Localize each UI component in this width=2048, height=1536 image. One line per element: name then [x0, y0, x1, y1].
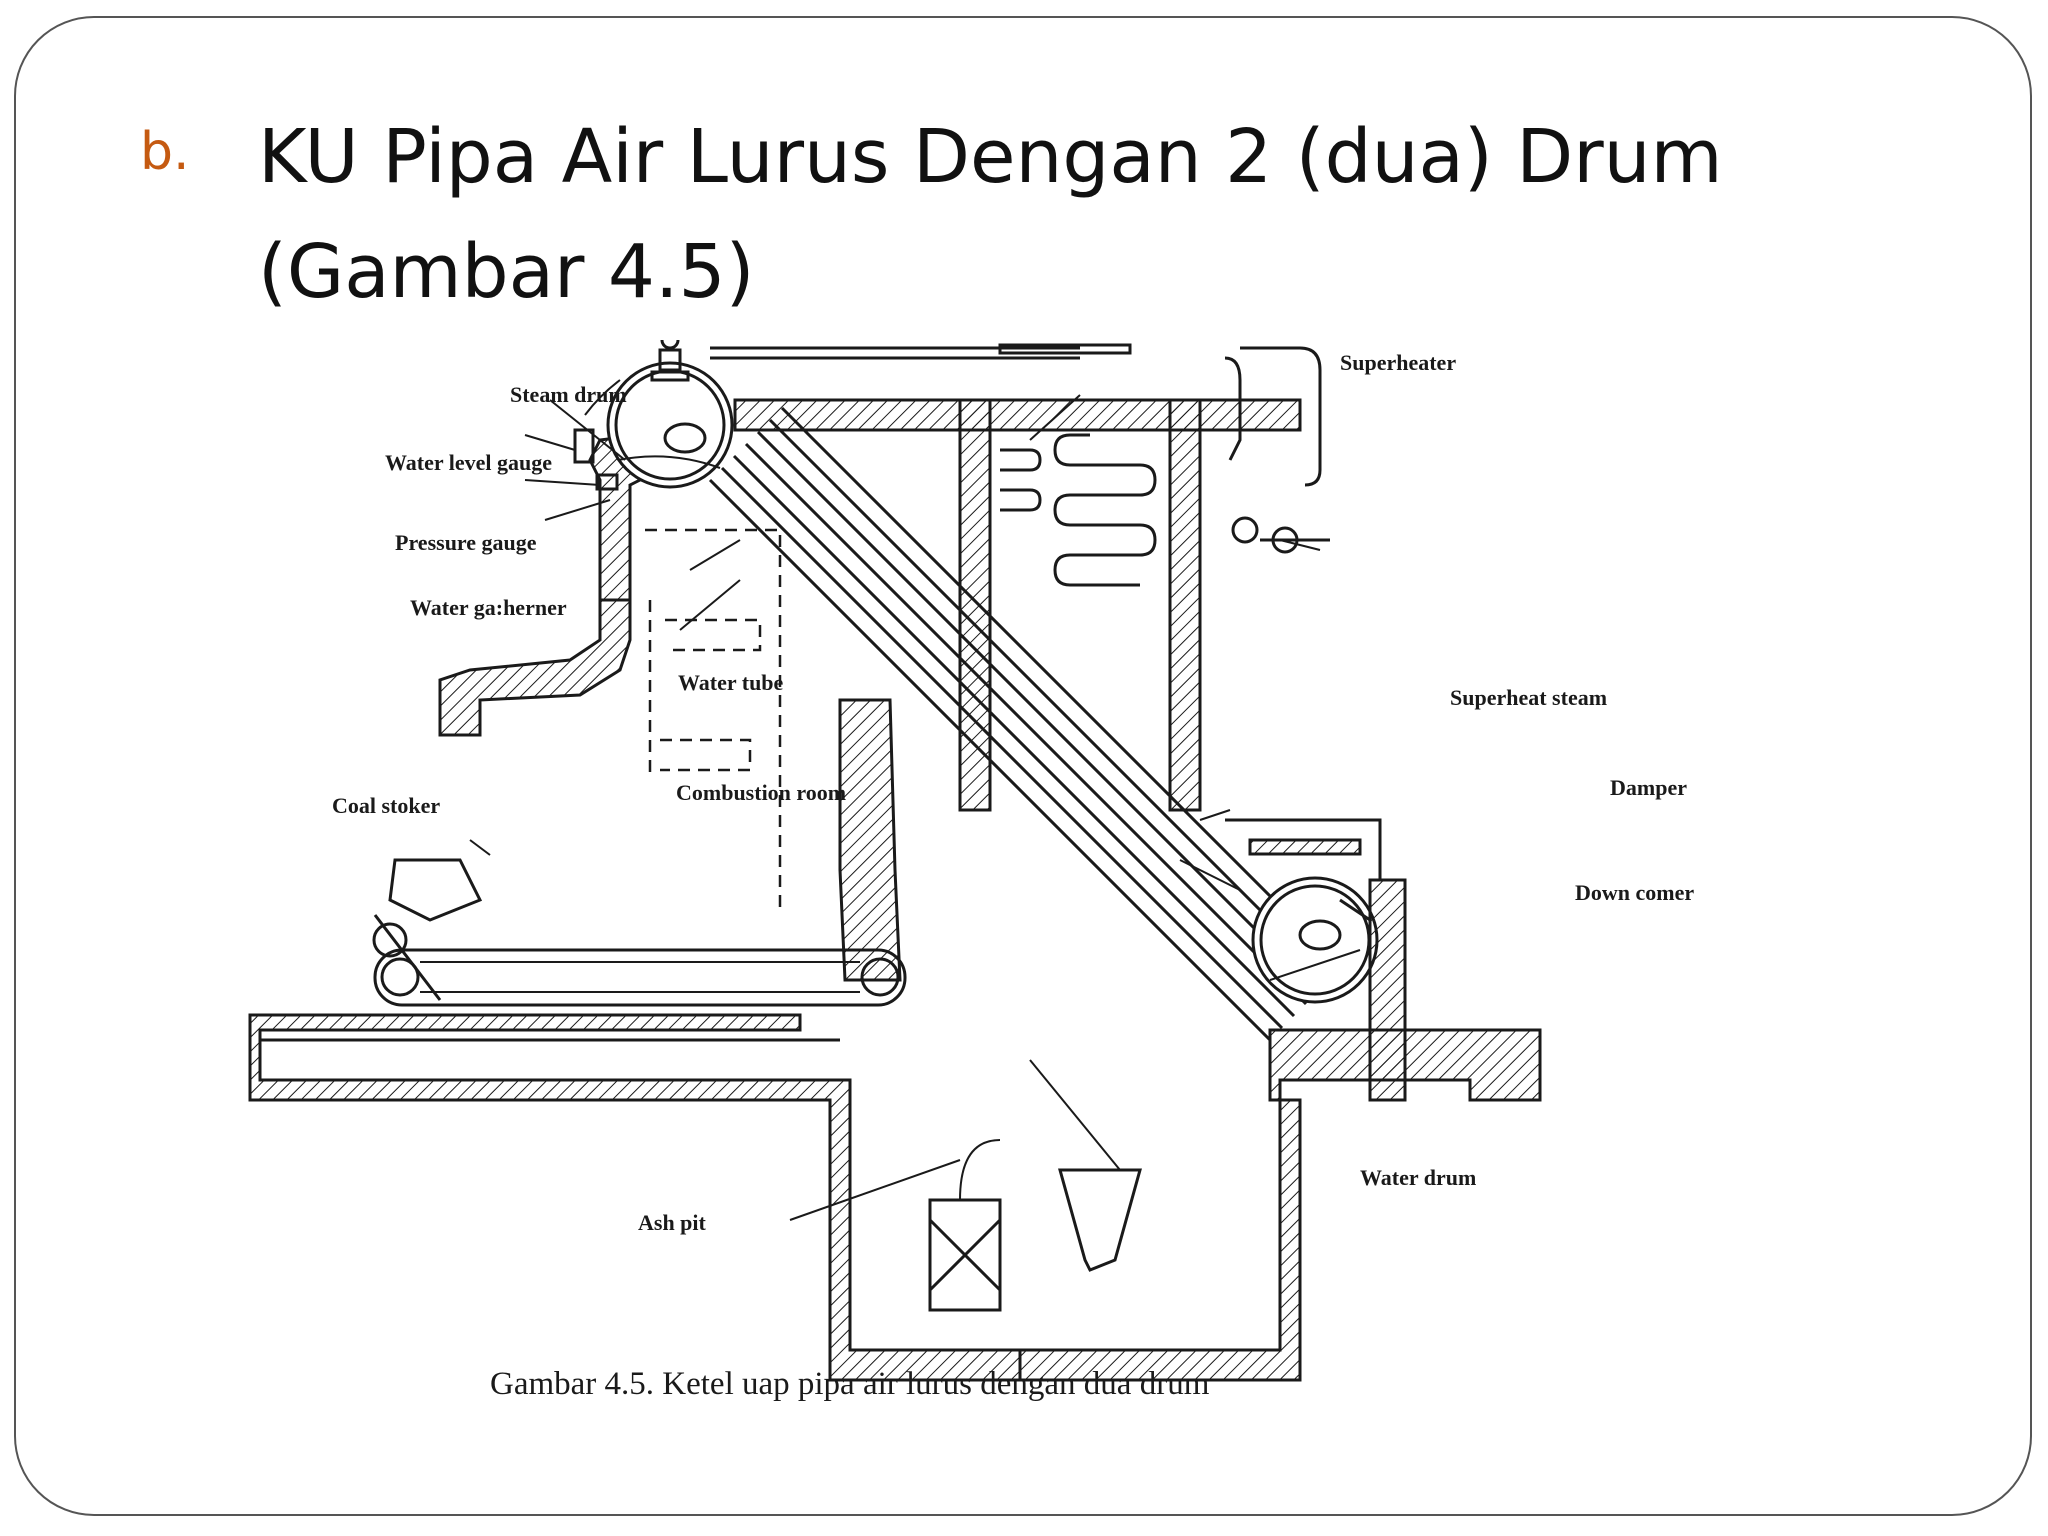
chain-grate [373, 948, 907, 1007]
water-tube-bundle [708, 406, 1344, 1042]
coal-hopper [372, 858, 483, 1001]
bullet-marker: b. [140, 122, 190, 182]
ground-foundation [248, 1013, 1542, 1382]
label-water-level-gauge: Water level gauge [385, 450, 552, 475]
figure-caption: Gambar 4.5. Ketel uap pipa air lurus den… [490, 1366, 1210, 1402]
label-ash-pit: Ash pit [638, 1210, 707, 1235]
boiler-roof [710, 343, 1302, 432]
superheater [958, 346, 1330, 812]
label-combustion-room: Combustion room [676, 780, 846, 805]
label-coal-stoker: Coal stoker [332, 793, 440, 818]
label-superheat-steam: Superheat steam [1450, 685, 1607, 710]
leader-lines [469, 394, 1321, 1221]
label-water-gatherer: Water ga:herner [410, 595, 567, 620]
label-damper: Damper [1610, 775, 1687, 800]
label-down-comer: Down comer [1575, 880, 1694, 905]
label-water-drum: Water drum [1360, 1165, 1476, 1190]
gauges [573, 379, 621, 491]
water-drum [1251, 876, 1379, 1004]
label-steam-drum: Steam drum [510, 382, 627, 407]
slide-frame [14, 16, 2032, 1516]
steam-drum [606, 340, 734, 489]
diagram-labels: Steam drum Water level gauge Pressure ga… [332, 350, 1694, 1235]
label-pressure-gauge: Pressure gauge [395, 530, 537, 555]
damper-and-downcomer [1225, 818, 1407, 1102]
ash-pit-equipment [928, 1139, 1142, 1312]
boiler-diagram: Steam drum Water level gauge Pressure ga… [240, 340, 1800, 1440]
label-superheater: Superheater [1340, 350, 1456, 375]
combustion-room [645, 528, 902, 982]
label-water-tube: Water tube [678, 670, 784, 695]
slide-title: KU Pipa Air Lurus Dengan 2 (dua) Drum (G… [258, 114, 1723, 315]
